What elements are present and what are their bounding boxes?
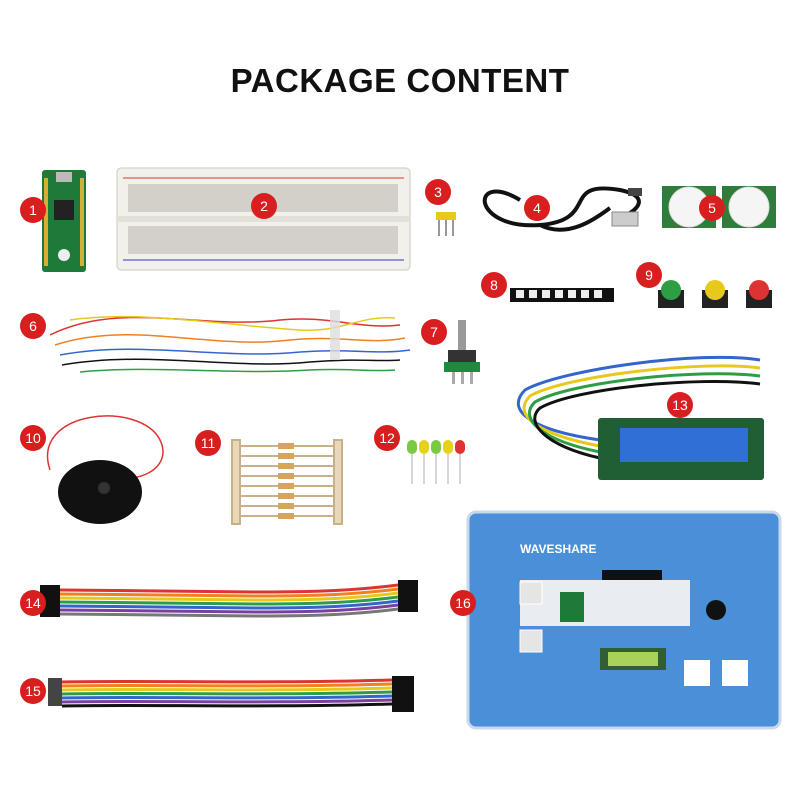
badge-16: 16 [450,590,476,616]
pico-board-icon [42,170,86,272]
badge-11: 11 [195,430,221,456]
badge-7: 7 [421,319,447,345]
badge-13: 13 [667,392,693,418]
usb-cable-icon [482,186,641,232]
buzzer-icon [46,415,164,524]
badge-15: 15 [20,678,46,704]
ribbon-cable-mf-icon [48,676,414,712]
lcd-module-icon [516,355,764,480]
badge-14: 14 [20,590,46,616]
badge-5: 5 [699,195,725,221]
led-strip-icon [510,288,614,302]
badge-10: 10 [20,425,46,451]
page-title: PACKAGE CONTENT [230,62,570,99]
badge-4: 4 [524,195,550,221]
badge-8: 8 [481,272,507,298]
badge-2: 2 [251,193,277,219]
ribbon-cable-ff-icon [40,580,418,618]
breadboard-icon [116,167,411,271]
pin-header-icon [436,212,456,236]
jumper-wires-icon [49,315,411,373]
badge-3: 3 [425,179,451,205]
badge-6: 6 [20,313,46,339]
badge-12: 12 [374,425,400,451]
potentiometer-icon [444,320,480,384]
box-brand: WAVESHARE [520,542,597,556]
resistors-icon [231,439,343,525]
storage-box-icon [466,510,782,730]
badge-9: 9 [636,262,662,288]
push-buttons-icon [658,280,772,308]
badge-1: 1 [20,197,46,223]
leds-icon [407,440,465,484]
